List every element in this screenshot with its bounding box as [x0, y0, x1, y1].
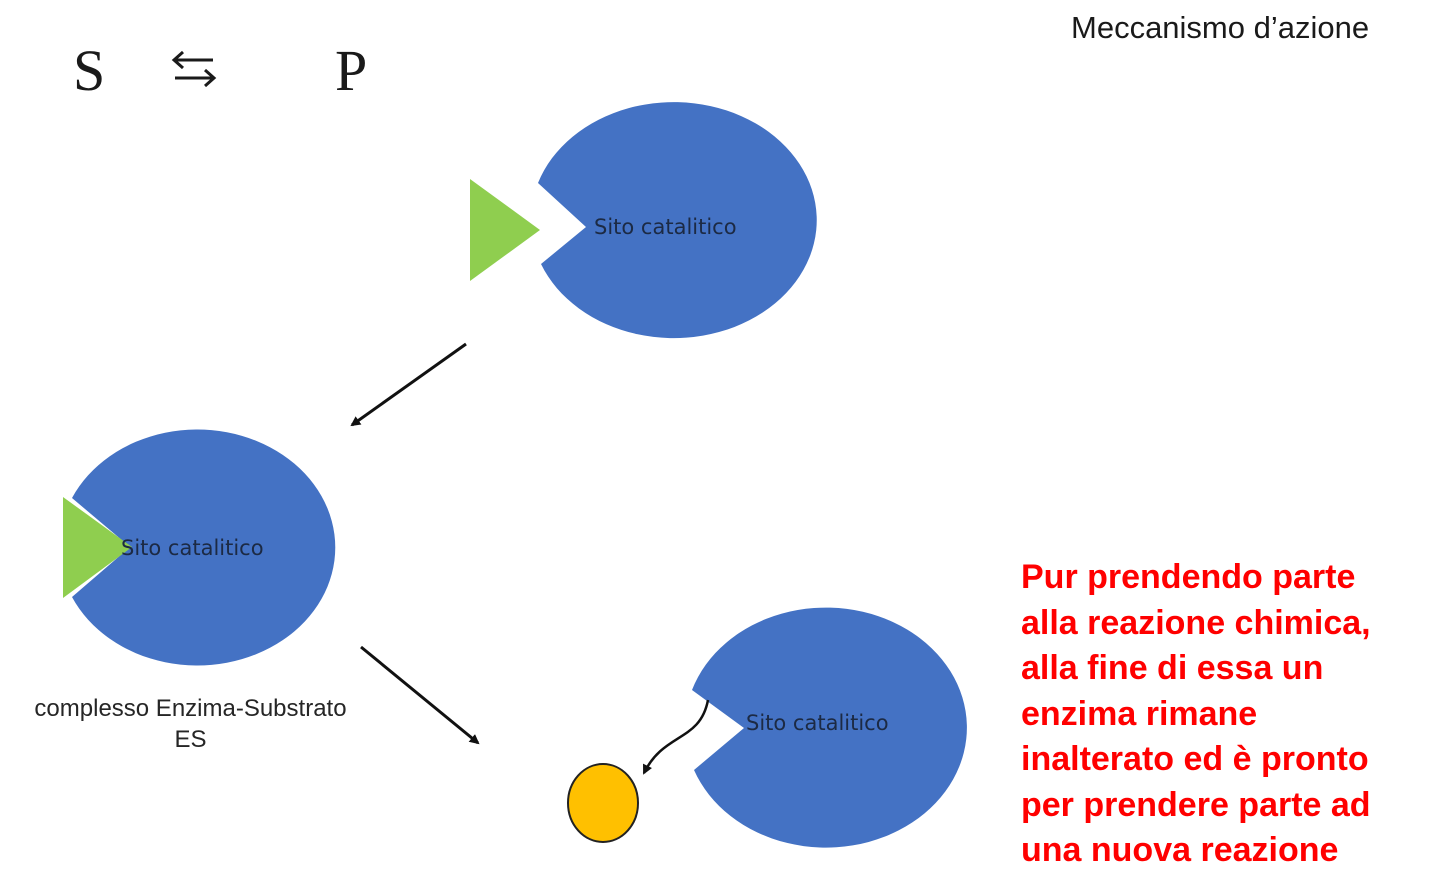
active-site-label-3: Sito catalitico: [746, 711, 889, 735]
note-line: una nuova reazione: [1021, 831, 1339, 869]
active-site-label-1: Sito catalitico: [594, 215, 737, 239]
note-line: alla fine di essa un: [1021, 649, 1324, 687]
substrate-triangle-1: [470, 179, 540, 281]
flow-arrow-1: [350, 342, 467, 427]
release-arrow: [642, 699, 710, 775]
es-caption-line-2: ES: [174, 726, 207, 753]
note-line: enzima rimane: [1021, 694, 1258, 733]
note-line: per prendere parte ad: [1021, 785, 1371, 824]
es-complex-caption: complesso Enzima-Substrato ES: [8, 693, 373, 755]
slide-title: Meccanismo d’azione: [1071, 10, 1370, 45]
equilibrium-arrows-icon: [171, 50, 217, 88]
enzyme-note: Pur prendendo parte alla reazione chimic…: [1021, 555, 1441, 874]
active-site-label-2: Sito catalitico: [121, 536, 264, 560]
enzyme-2: [72, 429, 336, 666]
enzyme-1: [538, 102, 817, 339]
substrate-triangle-2: [63, 497, 132, 598]
enzyme-3: [692, 607, 967, 848]
flow-arrow-2: [360, 645, 480, 745]
note-line: alla reazione chimica,: [1021, 603, 1371, 642]
equation-product: P: [335, 38, 368, 103]
equation-substrate: S: [73, 38, 106, 103]
note-line: inalterato ed è pronto: [1021, 740, 1369, 778]
note-line: Pur prendendo parte: [1021, 558, 1356, 596]
es-caption-line-1: complesso Enzima-Substrato: [34, 695, 347, 722]
product-circle: [567, 763, 639, 843]
